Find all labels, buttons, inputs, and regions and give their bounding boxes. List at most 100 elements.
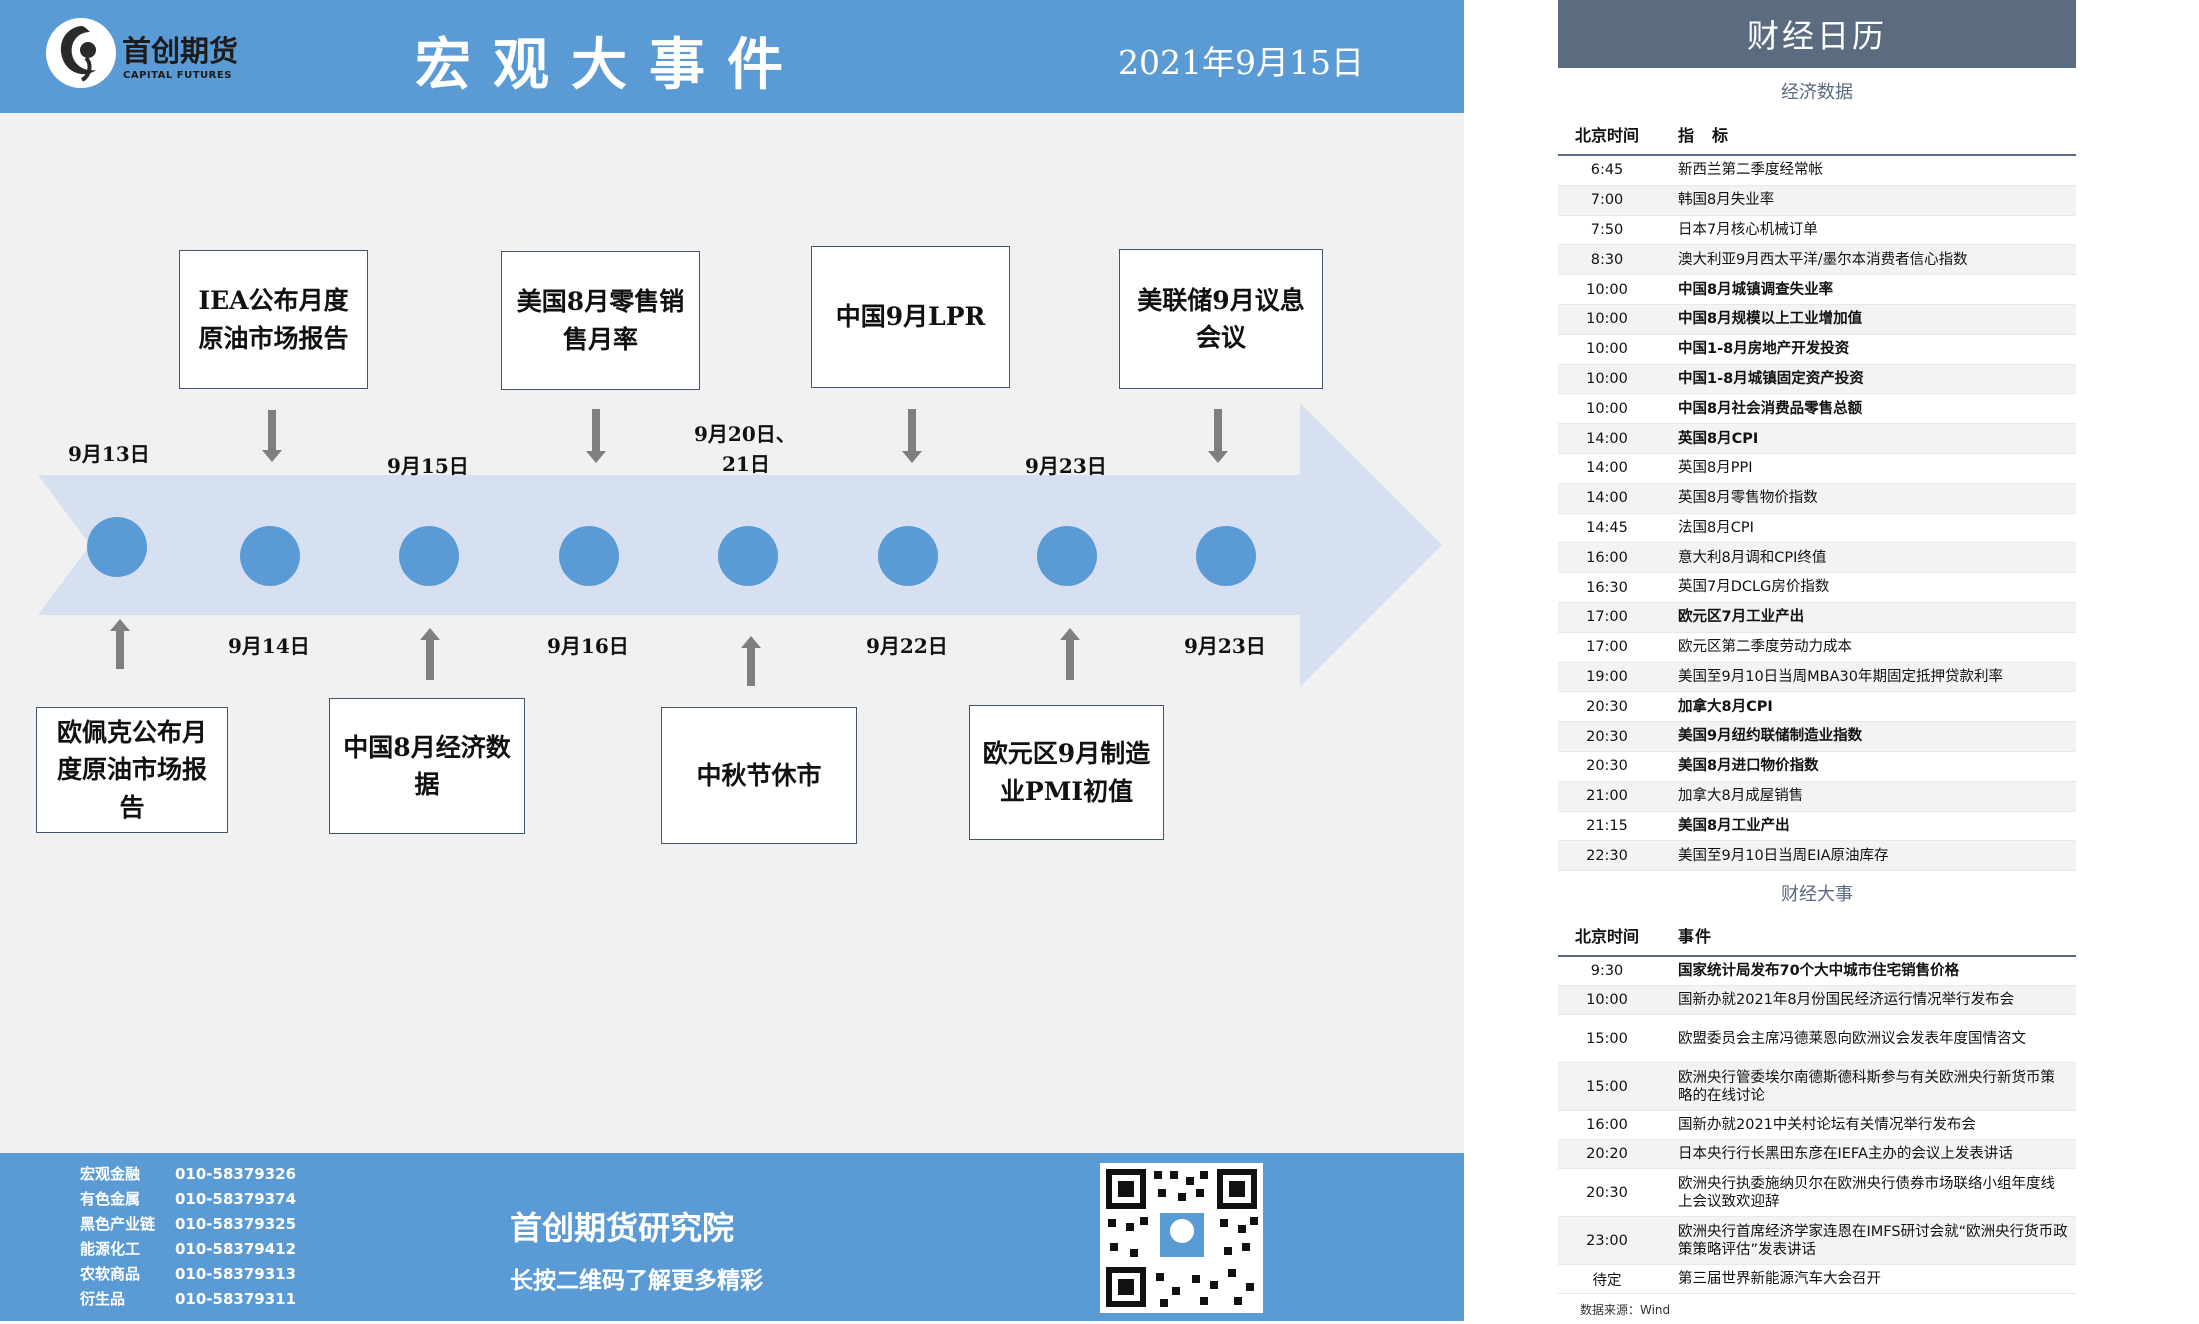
- row-time: 14:45: [1586, 519, 1628, 536]
- event-box-eurozone-pmi: 欧元区9月制造业PMI初值: [969, 705, 1164, 840]
- economic-data-header: 北京时间 指 标: [1558, 114, 2076, 156]
- timeline-dot-0913: [87, 517, 147, 577]
- table-row: 23:00 欧洲央行首席经济学家连恩在IMFS研讨会就“欧洲央行货币政策策略评估”…: [1558, 1217, 2076, 1266]
- up-arrow-icon: [110, 619, 130, 669]
- table-row: 20:30 欧洲央行执委施纳贝尔在欧洲央行债券市场联络小组年度线上会议致欢迎辞: [1558, 1169, 2076, 1218]
- timeline-dot-0923a: [1037, 526, 1097, 586]
- row-item: 美国9月纽约联储制造业指数: [1678, 728, 1863, 745]
- down-connectors: [262, 409, 1228, 463]
- row-time: 10:00: [1586, 992, 1628, 1009]
- row-item: 中国8月城镇调查失业率: [1678, 281, 1834, 298]
- date-label: 9月22日: [866, 634, 948, 658]
- row-time: 14:00: [1586, 490, 1628, 507]
- column-header-indicator: 指 标: [1678, 126, 1730, 145]
- date-label: 9月20日、: [694, 422, 796, 446]
- down-arrow-icon: [586, 409, 606, 463]
- event-box-china-data: 中国8月经济数据: [329, 698, 525, 834]
- row-time: 20:30: [1586, 758, 1628, 775]
- row-time: 22:30: [1586, 847, 1628, 864]
- row-item: 英国7月DCLG房价指数: [1678, 579, 1830, 596]
- event-box-fomc: 美联储9月议息会议: [1119, 249, 1323, 389]
- event-box-us-retail: 美国8月零售销售月率: [501, 251, 700, 390]
- logo-subtitle: CAPITAL FUTURES: [123, 70, 232, 81]
- timeline-dot-0916: [559, 526, 619, 586]
- row-item: 法国8月CPI: [1678, 519, 1754, 536]
- row-item: 欧元区第二季度劳动力成本: [1678, 639, 1852, 656]
- table-row: 20:30 美国9月纽约联储制造业指数: [1558, 722, 2076, 752]
- up-arrow-icon: [1060, 628, 1080, 680]
- row-item: 英国8月PPI: [1678, 460, 1753, 477]
- section-title-economic-data: 经济数据: [1781, 82, 1853, 103]
- row-item: 中国8月规模以上工业增加值: [1678, 311, 1863, 328]
- row-item: 中国1-8月房地产开发投资: [1678, 341, 1850, 358]
- date-label: 9月23日: [1025, 454, 1107, 478]
- row-item: 新西兰第二季度经常帐: [1678, 162, 1823, 179]
- event-box-opec: 欧佩克公布月度原油市场报告: [36, 707, 228, 833]
- report-date: 2021年9月15日: [1118, 43, 1364, 82]
- row-item: 韩国8月失业率: [1678, 192, 1775, 209]
- row-item: 国新办就2021年8月份国民经济运行情况举行发布会: [1678, 992, 2015, 1009]
- up-connectors: [110, 619, 1080, 686]
- row-item: 欧洲央行首席经济学家连恩在IMFS研讨会就“欧洲央行货币政策策略评估”发表讲话: [1678, 1223, 2068, 1258]
- row-time: 16:00: [1586, 549, 1628, 566]
- row-time: 17:00: [1586, 609, 1628, 626]
- timeline-dot-0920: [718, 526, 778, 586]
- row-item: 中国1-8月城镇固定资产投资: [1678, 370, 1864, 387]
- row-item: 欧洲央行执委施纳贝尔在欧洲央行债券市场联络小组年度线上会议致欢迎辞: [1678, 1175, 2055, 1210]
- qr-code-icon[interactable]: [1100, 1163, 1263, 1313]
- row-time: 待定: [1592, 1272, 1622, 1289]
- timeline-dots: [87, 517, 1256, 586]
- data-source: 数据来源：Wind: [1580, 1302, 1671, 1317]
- row-item: 意大利8月调和CPI终值: [1678, 549, 1827, 566]
- row-time: 10:00: [1586, 281, 1628, 298]
- row-item: 中国8月社会消费品零售总额: [1678, 400, 1863, 417]
- table-row: 10:00 国新办就2021年8月份国民经济运行情况举行发布会: [1558, 986, 2076, 1016]
- row-time: 15:00: [1586, 1030, 1628, 1047]
- event-box-mid-autumn: 中秋节休市: [661, 707, 857, 844]
- event-box-china-lpr: 中国9月LPR: [811, 246, 1010, 388]
- row-time: 21:00: [1586, 788, 1628, 805]
- company-logo: 首创期货 CAPITAL FUTURES: [40, 14, 260, 98]
- up-arrow-icon: [420, 628, 440, 680]
- date-label: 9月16日: [547, 634, 629, 658]
- row-time: 20:30: [1586, 728, 1628, 745]
- down-arrow-icon: [902, 409, 922, 463]
- table-row: 待定第三届世界新能源汽车大会召开: [1558, 1265, 2076, 1295]
- row-item: 日本央行行长黑田东彦在IEFA主办的会议上发表讲话: [1678, 1146, 2013, 1163]
- row-time: 20:30: [1586, 1184, 1628, 1201]
- qr-prompt: 长按二维码了解更多精彩: [510, 1268, 763, 1294]
- column-header-time: 北京时间: [1574, 927, 1639, 947]
- macro-events-panel: 首创期货 CAPITAL FUTURES 宏观大事件 2021年9月15日: [0, 0, 1464, 1321]
- row-item: 日本7月核心机械订单: [1678, 221, 1818, 238]
- logo-mark-icon: [46, 18, 116, 88]
- column-header-event: 事件: [1678, 927, 1713, 947]
- institute-name: 首创期货研究院: [510, 1209, 735, 1247]
- row-item: 加拿大8月CPI: [1678, 698, 1773, 715]
- column-header-time: 北京时间: [1574, 126, 1639, 145]
- section-title-events: 财经大事: [1781, 884, 1853, 906]
- row-time: 23:00: [1586, 1232, 1628, 1249]
- event-timeline: IEA公布月度原油市场报告 美国8月零售销售月率 中国9月LPR 美联储9月议息…: [0, 113, 1464, 1153]
- row-item: 美国8月工业产出: [1678, 817, 1790, 834]
- row-item: 国新办就2021中关村论坛有关情况举行发布会: [1678, 1117, 1976, 1134]
